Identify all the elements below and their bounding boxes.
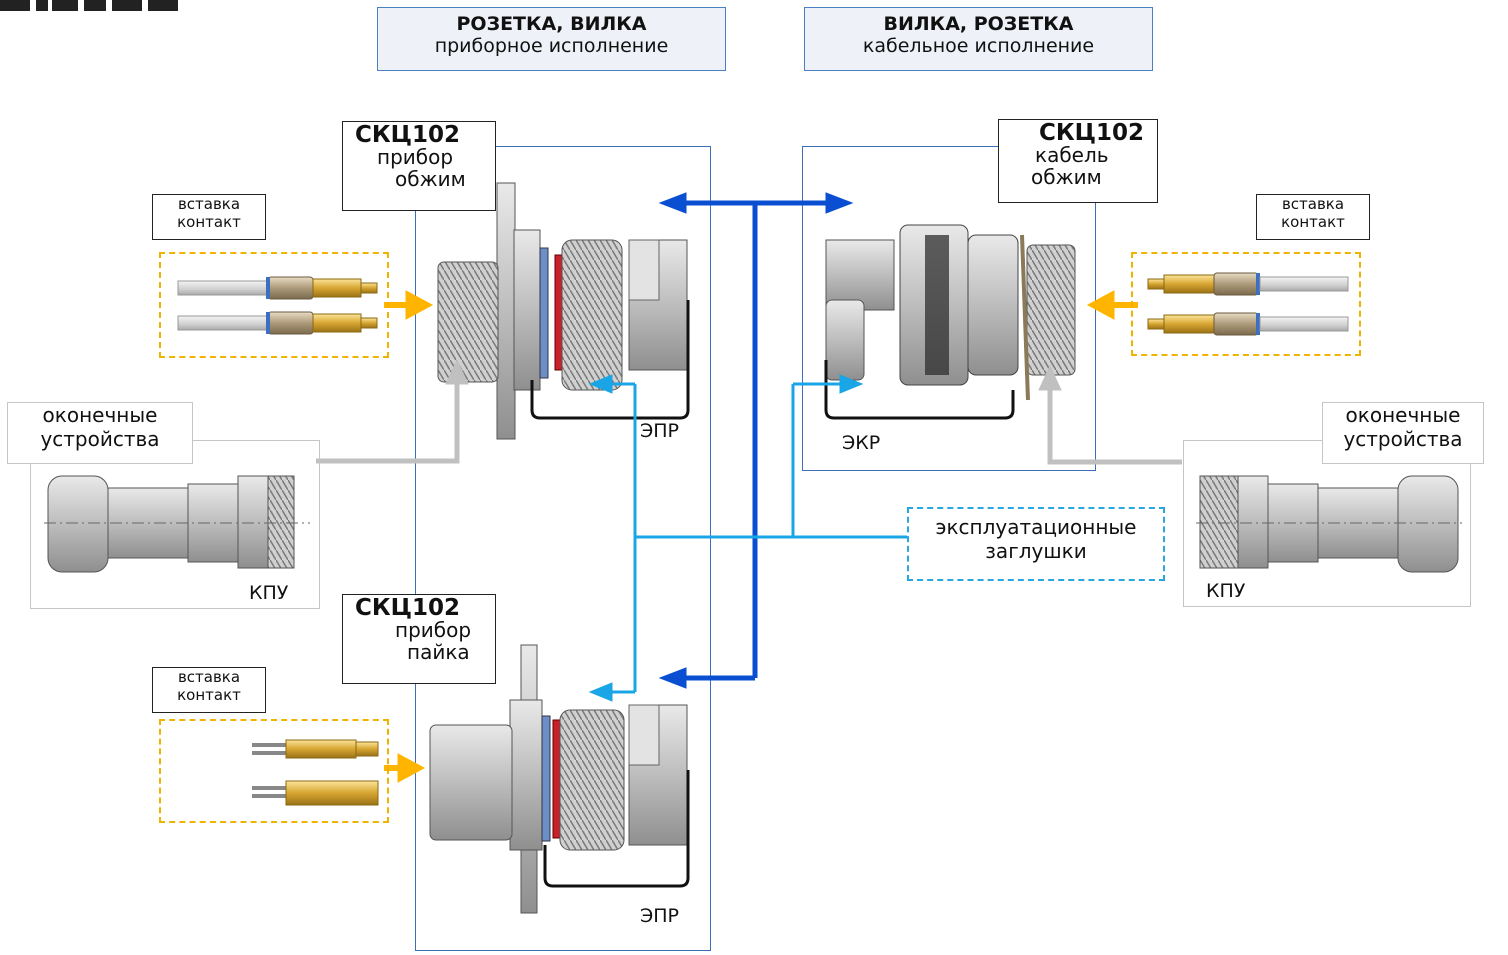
- kpu-label-left: КПУ: [249, 582, 289, 604]
- header-right-subtitle: кабельное исполнение: [862, 35, 1095, 57]
- insert-line2: контакт: [1281, 213, 1345, 231]
- insert-frame-top-left: [159, 252, 389, 358]
- stub-arrows: [588, 374, 907, 702]
- terminal-line2: устройства: [1343, 427, 1463, 451]
- label-connector-top-right: СКЦ102 кабель обжим: [998, 119, 1158, 203]
- label-insert-top-right: вставка контакт: [1256, 194, 1370, 240]
- header-left-subtitle: приборное исполнение: [434, 35, 669, 57]
- insert-line1: вставка: [177, 195, 241, 213]
- connector-title: СКЦ102: [355, 122, 461, 148]
- connector-body-icon: [437, 182, 690, 440]
- insert-line2: контакт: [177, 686, 241, 704]
- kpu-adapter-icon: [1196, 475, 1462, 573]
- cap-label-ekr: ЭКР: [842, 432, 881, 454]
- terminal-line2: устройства: [40, 427, 160, 451]
- logo-icon: [0, 0, 178, 11]
- connector-line1: прибор: [395, 618, 472, 642]
- connector-body-icon: [824, 224, 1076, 420]
- connector-line1: кабель: [1035, 143, 1109, 167]
- connector-line2: пайка: [407, 640, 470, 664]
- label-connector-top-left: СКЦ102 прибор обжим: [342, 121, 496, 211]
- insert-line2: контакт: [177, 213, 241, 231]
- connector-line1: прибор: [377, 145, 454, 169]
- header-left-title: РОЗЕТКА, ВИЛКА: [456, 13, 647, 35]
- kpu-adapter-icon: [44, 475, 310, 573]
- header-right-title: ВИЛКА, РОЗЕТКА: [883, 13, 1074, 35]
- terminal-devices-left: оконечные устройства: [7, 402, 193, 464]
- mating-arrows: [658, 192, 854, 689]
- connector-title: СКЦ102: [1039, 120, 1145, 146]
- connector-line2: обжим: [1031, 165, 1102, 189]
- kpu-label-right: КПУ: [1206, 580, 1246, 602]
- label-insert-top-left: вставка контакт: [152, 194, 266, 240]
- insert-line1: вставка: [177, 668, 241, 686]
- cap-label-epr-bottom: ЭПР: [640, 905, 680, 927]
- header-right: ВИЛКА, РОЗЕТКА кабельное исполнение: [804, 7, 1153, 71]
- header-left: РОЗЕТКА, ВИЛКА приборное исполнение: [377, 7, 726, 71]
- contact-pin-icon: [252, 739, 379, 806]
- stubs-line2: заглушки: [985, 539, 1087, 563]
- kpu-arrows: [316, 358, 1182, 465]
- insert-frame-top-right: [1131, 252, 1361, 356]
- contact-pin-icon: [1147, 272, 1349, 336]
- terminal-line1: оконечные: [1345, 403, 1461, 427]
- stubs-line1: эксплуатационные: [935, 515, 1137, 539]
- connector-title: СКЦ102: [355, 595, 461, 621]
- connector-body-icon: [429, 644, 690, 914]
- terminal-line1: оконечные: [42, 403, 158, 427]
- terminal-devices-right: оконечные устройства: [1322, 402, 1484, 464]
- operational-stubs-box: эксплуатационные заглушки: [907, 507, 1165, 581]
- insert-frame-bottom-left: [159, 719, 389, 823]
- cap-label-epr-top: ЭПР: [640, 420, 680, 442]
- label-insert-bottom-left: вставка контакт: [152, 667, 266, 713]
- panel-instrument: [415, 146, 711, 951]
- contact-pin-icon: [177, 276, 378, 335]
- connector-line2: обжим: [395, 167, 466, 191]
- insert-line1: вставка: [1281, 195, 1345, 213]
- label-connector-bottom-left: СКЦ102 прибор пайка: [342, 594, 496, 684]
